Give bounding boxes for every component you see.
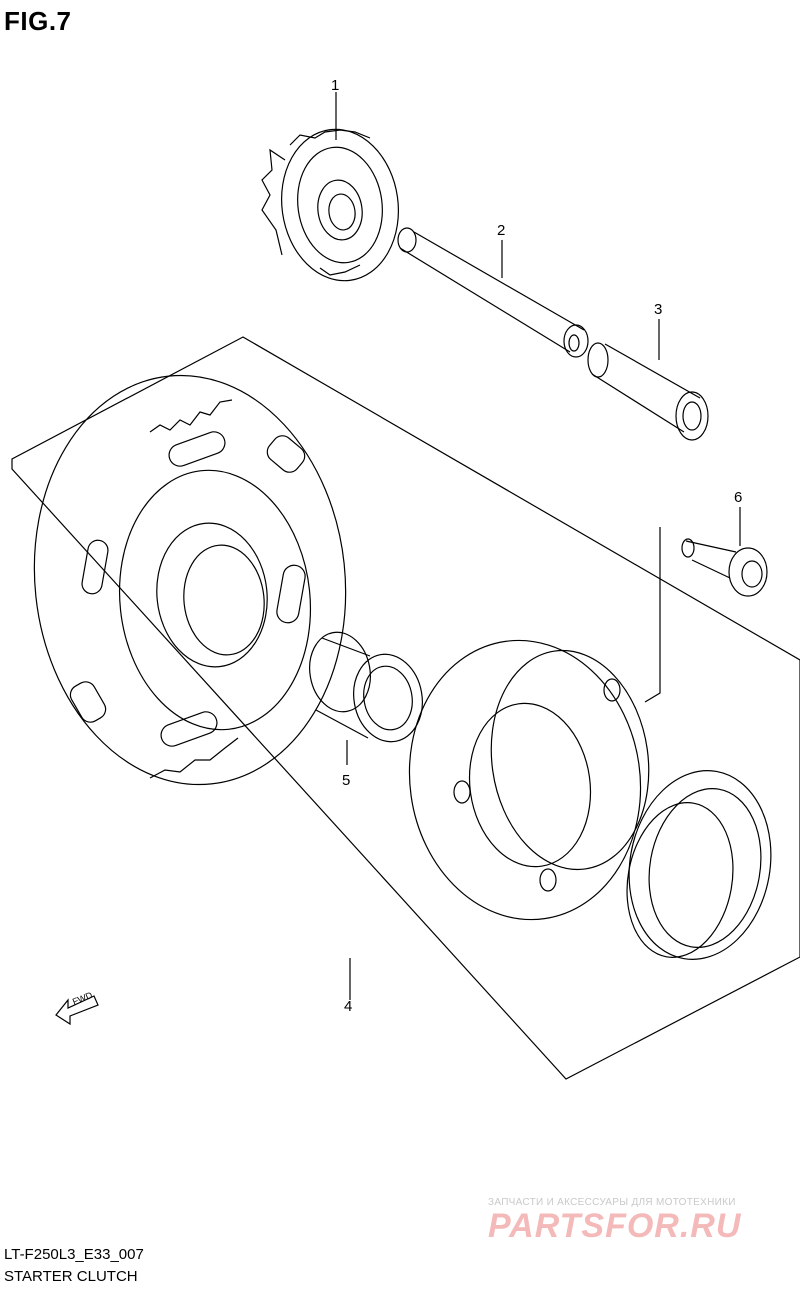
part-3-bushing <box>587 319 709 441</box>
figure-title: FIG.7 <box>4 6 72 36</box>
callout-6: 6 <box>734 489 743 506</box>
callout-1: 1 <box>331 77 340 94</box>
part-4-clutch-housing <box>408 639 650 921</box>
callout-5: 5 <box>342 772 351 789</box>
part-4-starter-gear <box>33 374 347 786</box>
part-4-one-way-clutch <box>349 770 772 1000</box>
part-5-needle-bearing <box>309 631 423 765</box>
watermark-subtitle: ЗАПЧАСТИ И АКСЕССУАРЫ ДЛЯ МОТОТЕХНИКИ <box>488 1197 736 1208</box>
callout-4: 4 <box>344 998 353 1015</box>
callout-3: 3 <box>654 301 663 318</box>
watermark-logo: PARTSFOR.RU <box>488 1207 742 1245</box>
diagram-title: STARTER CLUTCH <box>4 1268 138 1285</box>
callout-2: 2 <box>497 222 506 239</box>
diagram-code: LT-F250L3_E33_007 <box>4 1246 144 1263</box>
part-6-bolt <box>644 507 768 703</box>
part-2-shaft <box>397 227 589 358</box>
fwd-arrow-icon <box>55 995 99 1026</box>
part-1-idle-gear <box>261 92 400 282</box>
assembly-boundary <box>11 336 800 1080</box>
